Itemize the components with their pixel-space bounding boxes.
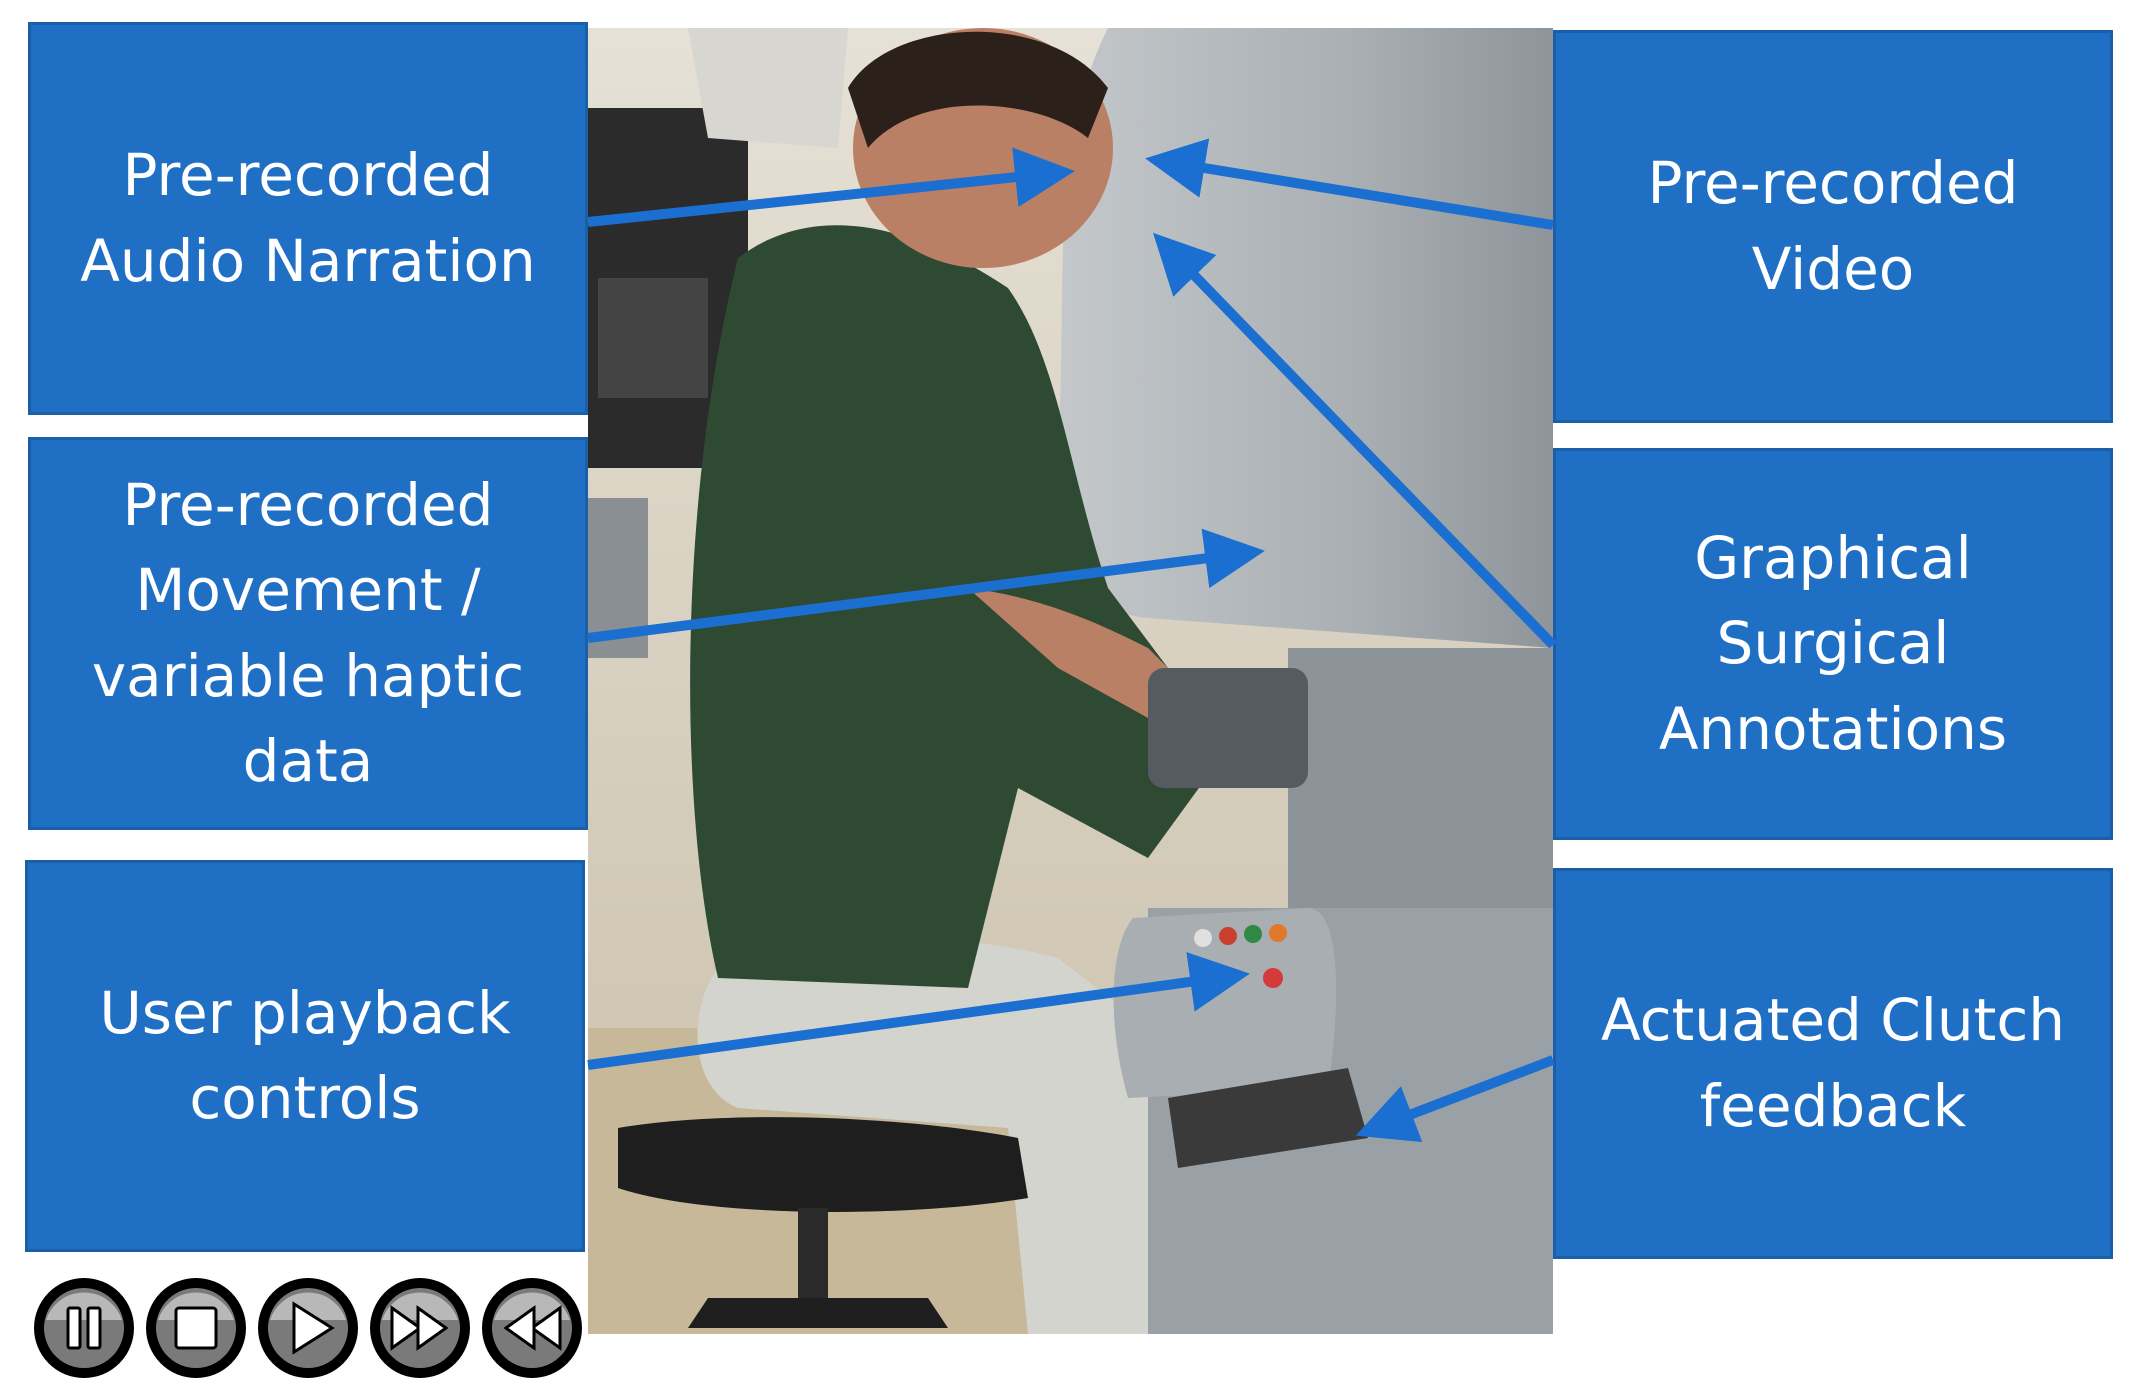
- surgical-annotations-text: Graphical Surgical Annotations: [1658, 524, 2008, 763]
- movement-haptic-text: Pre-recorded Movement / variable haptic …: [91, 471, 525, 795]
- audio-narration-label: Pre-recorded Audio Narration: [28, 22, 588, 415]
- playback-controls-text: User playback controls: [99, 978, 511, 1132]
- play-button[interactable]: [256, 1276, 360, 1380]
- movement-haptic-label: Pre-recorded Movement / variable haptic …: [28, 437, 588, 830]
- video-text: Pre-recorded Video: [1647, 149, 2019, 303]
- play-icon: [292, 1301, 335, 1355]
- video-label: Pre-recorded Video: [1553, 30, 2113, 423]
- playback-controls-label: User playback controls: [25, 860, 585, 1252]
- surgical-annotations-label: Graphical Surgical Annotations: [1553, 448, 2113, 840]
- fast-forward-button[interactable]: [368, 1276, 472, 1380]
- pause-button[interactable]: [32, 1276, 136, 1380]
- pause-icon: [66, 1306, 102, 1350]
- stop-button[interactable]: [144, 1276, 248, 1380]
- fast-forward-icon: [390, 1305, 449, 1351]
- clutch-feedback-label: Actuated Clutch feedback: [1553, 868, 2113, 1259]
- surgeon-console-photo: [588, 28, 1553, 1334]
- clutch-feedback-text: Actuated Clutch feedback: [1600, 986, 2066, 1140]
- rewind-icon: [503, 1305, 562, 1351]
- audio-narration-text: Pre-recorded Audio Narration: [80, 141, 536, 295]
- stop-icon: [174, 1306, 218, 1350]
- rewind-button[interactable]: [480, 1276, 584, 1380]
